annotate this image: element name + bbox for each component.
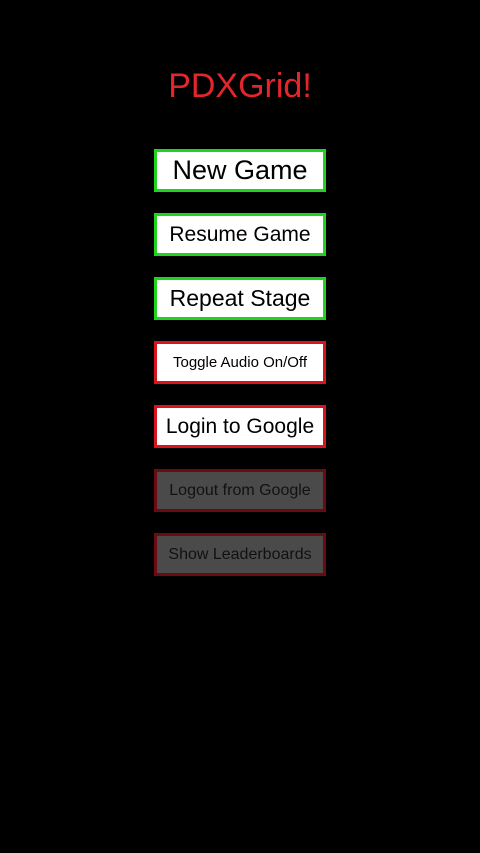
- toggle-audio-label: Toggle Audio On/Off: [173, 354, 307, 371]
- login-google-label: Login to Google: [165, 414, 315, 438]
- resume-game-button[interactable]: Resume Game: [154, 213, 326, 256]
- login-google-button[interactable]: Login to Google: [154, 405, 326, 448]
- logout-google-button[interactable]: Logout from Google: [154, 469, 326, 512]
- app-title: PDXGrid!: [168, 67, 312, 105]
- logout-google-label: Logout from Google: [169, 481, 311, 499]
- new-game-label: New Game: [172, 155, 308, 185]
- new-game-button[interactable]: New Game: [154, 149, 326, 192]
- resume-game-label: Resume Game: [169, 222, 311, 246]
- show-leaderboards-button[interactable]: Show Leaderboards: [154, 533, 326, 576]
- toggle-audio-button[interactable]: Toggle Audio On/Off: [154, 341, 326, 384]
- show-leaderboards-label: Show Leaderboards: [168, 545, 312, 563]
- repeat-stage-label: Repeat Stage: [169, 285, 311, 311]
- repeat-stage-button[interactable]: Repeat Stage: [154, 277, 326, 320]
